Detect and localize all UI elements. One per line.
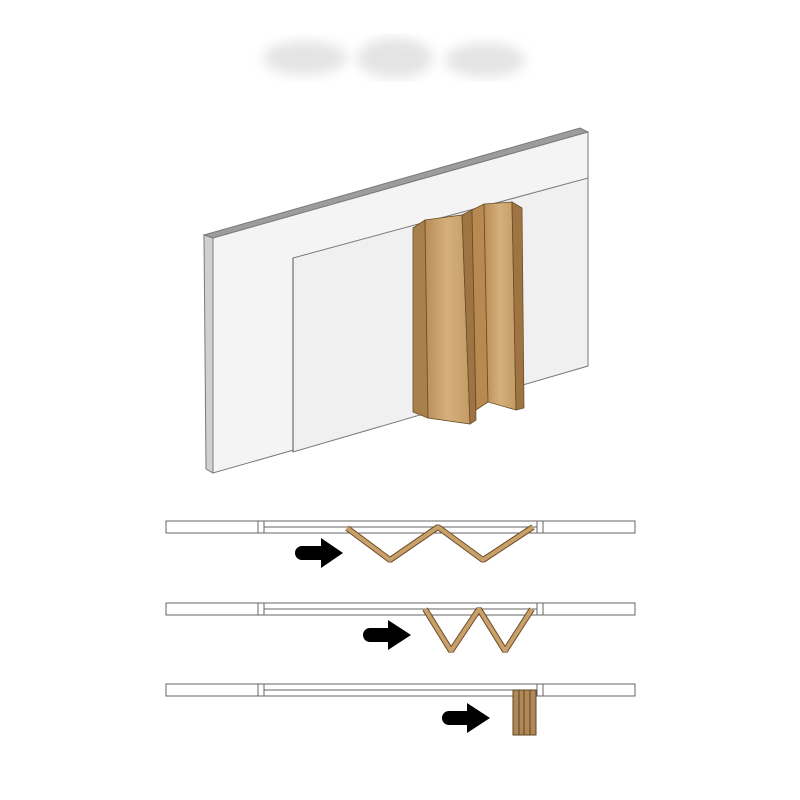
folded-door-stack	[512, 689, 537, 736]
door-panel	[483, 201, 517, 411]
door-panel	[511, 201, 525, 411]
arrow-right-icon	[295, 538, 343, 568]
arrow-right-icon	[363, 620, 411, 650]
plan-view-folded	[165, 683, 636, 736]
wall-side-face	[203, 234, 214, 474]
door-panel	[461, 209, 477, 425]
plan-view-partial	[165, 602, 636, 653]
arrow-right-icon	[442, 703, 490, 733]
folded-door-panels	[412, 201, 525, 425]
plan-view-expanded	[165, 520, 636, 568]
wall-3d	[202, 127, 590, 474]
watermark-logo	[263, 38, 525, 78]
